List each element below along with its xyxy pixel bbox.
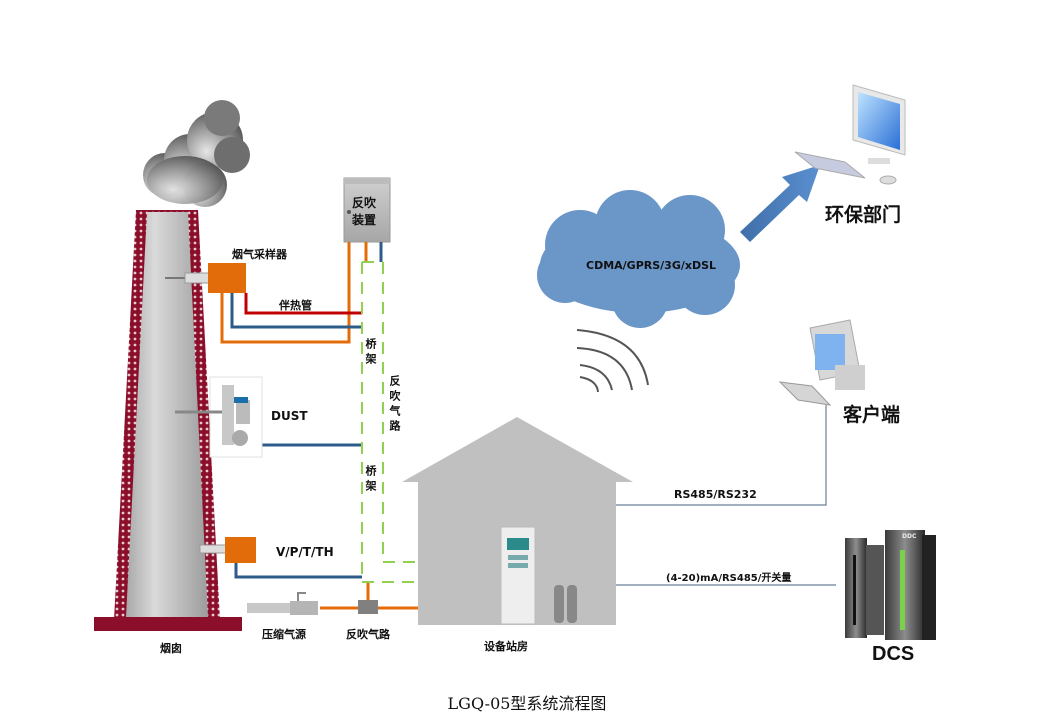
dcs-link-label: (4-20)mA/RS485/开关量	[666, 573, 792, 584]
sampler-label: 烟气采样器	[232, 248, 287, 261]
blowback-device-label-1: 反吹	[352, 196, 377, 210]
dcs-server-icon	[845, 530, 936, 640]
network-cloud-icon	[537, 190, 740, 328]
dust-analyzer-icon	[175, 376, 263, 458]
vpt-sensor-icon	[199, 537, 256, 563]
flue-gas-sampler-icon	[165, 263, 246, 293]
dcs-label: DCS	[872, 643, 915, 665]
blowback-device-icon	[343, 177, 391, 243]
vpt-label: V/P/T/TH	[276, 545, 334, 559]
network-label: CDMA/GPRS/3G/xDSL	[586, 259, 717, 272]
cable-bridge	[361, 261, 420, 583]
client-computer-icon	[778, 319, 865, 406]
equipment-station-icon	[402, 417, 633, 625]
compressed-air-source-icon	[247, 592, 318, 615]
blowback-device-label-2: 装置	[352, 213, 377, 227]
chimney-icon	[94, 210, 242, 631]
dcs-panel-text: DDC	[902, 533, 917, 540]
rs485-label: RS485/RS232	[674, 488, 757, 501]
station-label: 设备站房	[484, 640, 528, 653]
env-dept-label: 环保部门	[825, 204, 902, 226]
diagram-caption: LGQ-05型系统流程图	[447, 694, 607, 713]
blowback-path-vertical-label: 反吹气路	[388, 375, 401, 435]
bridge-label-bottom: 桥架	[364, 465, 377, 495]
wireless-signal-icon	[576, 329, 649, 393]
bridge-label-top: 桥架	[364, 338, 377, 368]
env-dept-computer-icon	[794, 84, 906, 185]
rs485-link-line	[616, 405, 827, 506]
chimney-label: 烟囱	[160, 642, 182, 655]
blowback-path-label: 反吹气路	[346, 628, 390, 641]
compressed-air-label: 压缩气源	[262, 628, 306, 641]
tee-joint-icon	[358, 600, 378, 614]
client-label: 客户端	[843, 404, 901, 426]
upload-arrow-icon	[740, 165, 820, 242]
dust-label: DUST	[271, 409, 308, 423]
smoke-icon	[143, 100, 250, 207]
heated-pipe-label: 伴热管	[279, 299, 312, 312]
